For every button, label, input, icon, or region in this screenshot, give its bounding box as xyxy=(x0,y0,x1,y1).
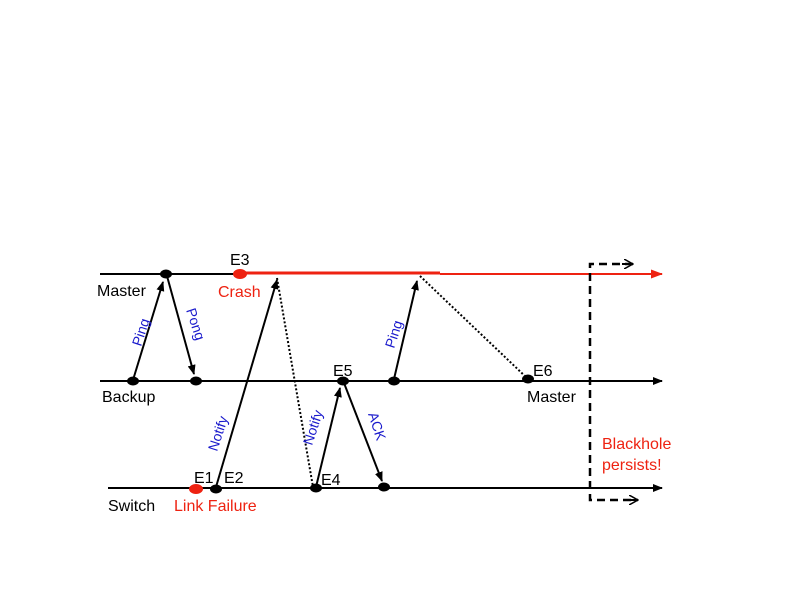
ping-message-label-1: Ping xyxy=(129,316,153,348)
e4-label: E4 xyxy=(321,472,341,489)
e2-dot xyxy=(210,484,222,494)
e1-label: E1 xyxy=(194,470,214,487)
link-failure-label: Link Failure xyxy=(174,498,257,515)
master-label: Master xyxy=(97,283,147,300)
pong-message-label: Pong xyxy=(183,306,208,342)
e2-label: E2 xyxy=(224,470,244,487)
ping-arrow-1 xyxy=(132,281,165,381)
new-master-label: Master xyxy=(527,389,577,406)
blackhole-label-line1: Blackhole xyxy=(602,436,671,453)
e3-label: E3 xyxy=(230,252,250,269)
notify-dotted-line xyxy=(276,277,314,488)
notify-arrow-1 xyxy=(215,279,279,488)
ping-arrow-2 xyxy=(393,280,419,380)
e6-dot xyxy=(522,374,534,384)
e4-dot xyxy=(310,483,322,493)
backup-label: Backup xyxy=(102,389,155,406)
backup-pong-dot xyxy=(190,376,202,386)
blackhole-bracket xyxy=(588,262,638,502)
ack-message-label: ACK xyxy=(365,410,389,443)
backup-ping2-dot xyxy=(388,376,400,386)
ack-arrow xyxy=(343,382,383,482)
e3-crash-dot xyxy=(233,269,247,279)
switch-label: Switch xyxy=(108,498,155,515)
backup-ping-dot xyxy=(127,376,139,386)
e5-dot xyxy=(337,376,349,386)
e5-label: E5 xyxy=(333,363,353,380)
pong-arrow xyxy=(166,275,196,375)
master-ping-dot xyxy=(160,269,172,279)
e1-link-failure-dot xyxy=(189,484,203,494)
blackhole-label-line2: persists! xyxy=(602,457,662,474)
crash-label: Crash xyxy=(218,284,261,301)
lost-message-dotted-line xyxy=(419,275,528,379)
e6-label: E6 xyxy=(533,363,553,380)
notify-arrow-2 xyxy=(315,387,342,488)
notify-message-label-2: Notify xyxy=(300,408,326,447)
ack-receive-dot xyxy=(378,482,390,492)
